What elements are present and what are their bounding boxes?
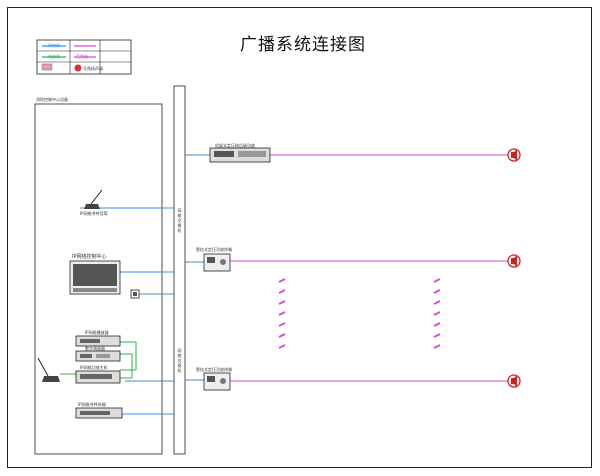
player-label: IP网络播放器 [85, 330, 109, 335]
continuation-dashes [278, 278, 441, 349]
speaker-icon [507, 148, 521, 162]
legend-speaker-icon [74, 64, 82, 72]
speaker-icon [507, 374, 521, 388]
backbone-label-bottom: 网络交换机 [177, 348, 182, 373]
terminal2-label: 壁挂式定压功放终端 [196, 367, 232, 372]
legend-table [36, 39, 132, 75]
diagram-frame [7, 7, 592, 468]
network-outlet [130, 289, 140, 299]
speaker-icon [507, 254, 521, 268]
legend-audio-label: 音频线 [76, 54, 88, 59]
diagram-title: 广播系统连接图 [240, 35, 366, 55]
wall-terminal-2 [203, 372, 231, 391]
control-center-label: IP网络控制中心 [72, 254, 107, 260]
rack-devices [75, 335, 123, 419]
audio-lines [230, 154, 508, 382]
legend-speaker-label: 号角扬声器 [83, 66, 103, 71]
rack-power-amplifier [209, 147, 271, 163]
legend-network-label: 网络线 [48, 43, 60, 48]
control-center-device [69, 260, 121, 295]
wall-terminal-1 [203, 253, 231, 272]
backbone-label-top: 网络交换机 [177, 208, 182, 233]
audio-loop-lines [60, 341, 137, 379]
paging-mic-label: IP网络寻呼话筒 [80, 211, 108, 216]
amplifier-label: IP网络功放主机 [80, 365, 108, 370]
network-switch-backbone [173, 85, 186, 455]
paging-terminal-label: IP网络寻呼终端 [78, 402, 106, 407]
legend-color-swatch [41, 63, 53, 71]
legend-power-label: 电源线 [48, 54, 60, 59]
control-room-box [34, 103, 163, 455]
tuner-label: 数字调谐器 [85, 346, 105, 351]
paging-terminal-mic [37, 357, 60, 382]
paging-microphone [84, 189, 103, 209]
control-room-label: 消防控制中心设备 [36, 97, 68, 102]
rack-amp-label: 机架式定压纯后级功放 [215, 143, 255, 148]
terminal1-label: 壁挂式定压功放终端 [196, 247, 232, 252]
